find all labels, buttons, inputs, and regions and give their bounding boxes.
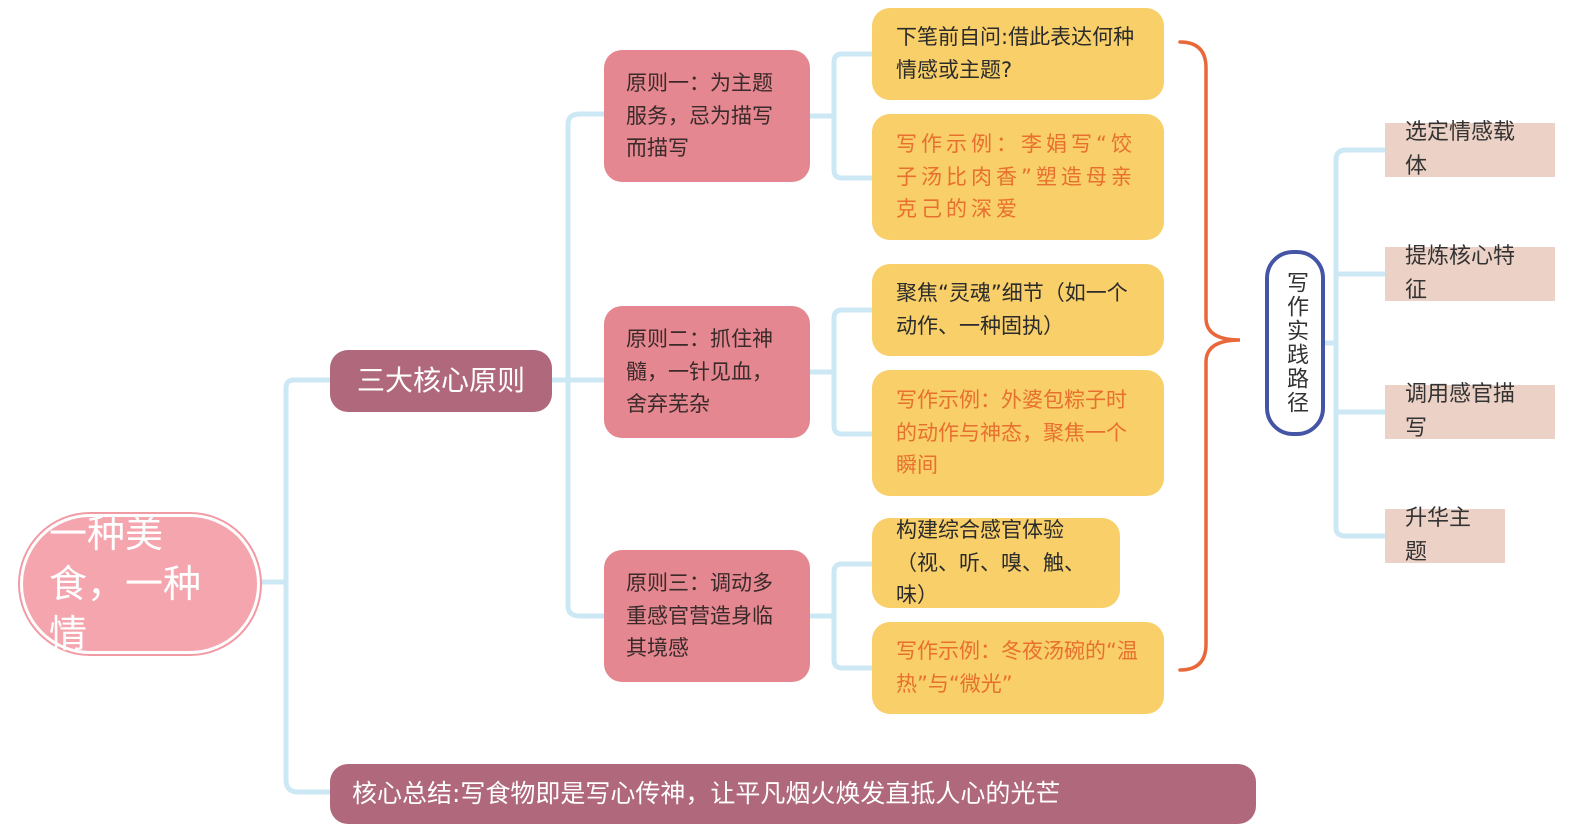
practice-step-1[interactable]: 选定情感载体: [1385, 120, 1555, 179]
root-connector: [257, 377, 333, 795]
example-text: 写作示例：冬夜汤碗的“温热”与“微光”: [896, 639, 1138, 696]
practice-label: 写作实践路径: [1283, 271, 1309, 415]
principle1-connector: [807, 51, 875, 181]
example-text: 写作示例：外婆包粽子时的动作与神态，聚焦一个瞬间: [896, 388, 1127, 478]
step-label: 提炼核心特征: [1405, 243, 1516, 303]
principle2-connector: [807, 307, 875, 437]
summary-node[interactable]: 核心总结:写食物即是写心传神，让平凡烟火焕发直抵人心的光芒: [330, 764, 1256, 824]
principle-2-example[interactable]: 写作示例：外婆包粽子时的动作与神态，聚焦一个瞬间: [872, 370, 1164, 496]
summary-text: 核心总结:写食物即是写心传神，让平凡烟火焕发直抵人心的光芒: [352, 778, 1061, 808]
principle-1-example[interactable]: 写作示例：李娟写“饺子汤比肉香”塑造母亲克己的深爱: [872, 114, 1164, 240]
question-text: 聚焦“灵魂”细节（如一个动作、一种固执）: [896, 281, 1128, 338]
principle-node-2[interactable]: 原则二：抓住神髓，一针见血，舍弃芜杂: [604, 306, 810, 438]
principle-label: 原则二：抓住神髓，一针见血，舍弃芜杂: [626, 327, 773, 417]
practice-step-2[interactable]: 提炼核心特征: [1385, 244, 1555, 303]
step-label: 升华主题: [1405, 505, 1472, 565]
practice-step-4[interactable]: 升华主题: [1385, 506, 1505, 565]
bracket-brace: [1178, 40, 1241, 672]
principle-1-question[interactable]: 下笔前自问:借此表达何种情感或主题?: [872, 8, 1164, 100]
practice-connector: [1322, 147, 1388, 539]
principle-2-question[interactable]: 聚焦“灵魂”细节（如一个动作、一种固执）: [872, 264, 1164, 356]
principle-label: 原则一：为主题服务，忌为描写而描写: [626, 71, 773, 161]
hub-connector: [549, 111, 607, 619]
question-text: 下笔前自问:借此表达何种情感或主题?: [896, 25, 1135, 82]
principle3-connector: [807, 561, 875, 671]
step-label: 调用感官描写: [1405, 381, 1516, 441]
root-node[interactable]: 一种美食，一种情: [20, 512, 260, 656]
step-label: 选定情感载体: [1405, 119, 1516, 179]
hub-label: 三大核心原则: [356, 364, 525, 398]
practice-step-3[interactable]: 调用感官描写: [1385, 382, 1555, 441]
principle-node-1[interactable]: 原则一：为主题服务，忌为描写而描写: [604, 50, 810, 182]
practice-path-node[interactable]: 写作实践路径: [1265, 250, 1325, 436]
example-text: 写作示例：李娟写“饺子汤比肉香”塑造母亲克己的深爱: [896, 132, 1136, 222]
hub-node[interactable]: 三大核心原则: [330, 350, 552, 412]
root-label: 一种美食，一种情: [49, 511, 202, 657]
principle-3-example[interactable]: 写作示例：冬夜汤碗的“温热”与“微光”: [872, 622, 1164, 714]
principle-3-question[interactable]: 构建综合感官体验（视、听、嗅、触、味）: [872, 518, 1120, 608]
question-text: 构建综合感官体验（视、听、嗅、触、味）: [896, 518, 1085, 608]
principle-node-3[interactable]: 原则三：调动多重感官营造身临其境感: [604, 550, 810, 682]
principle-label: 原则三：调动多重感官营造身临其境感: [626, 571, 773, 661]
